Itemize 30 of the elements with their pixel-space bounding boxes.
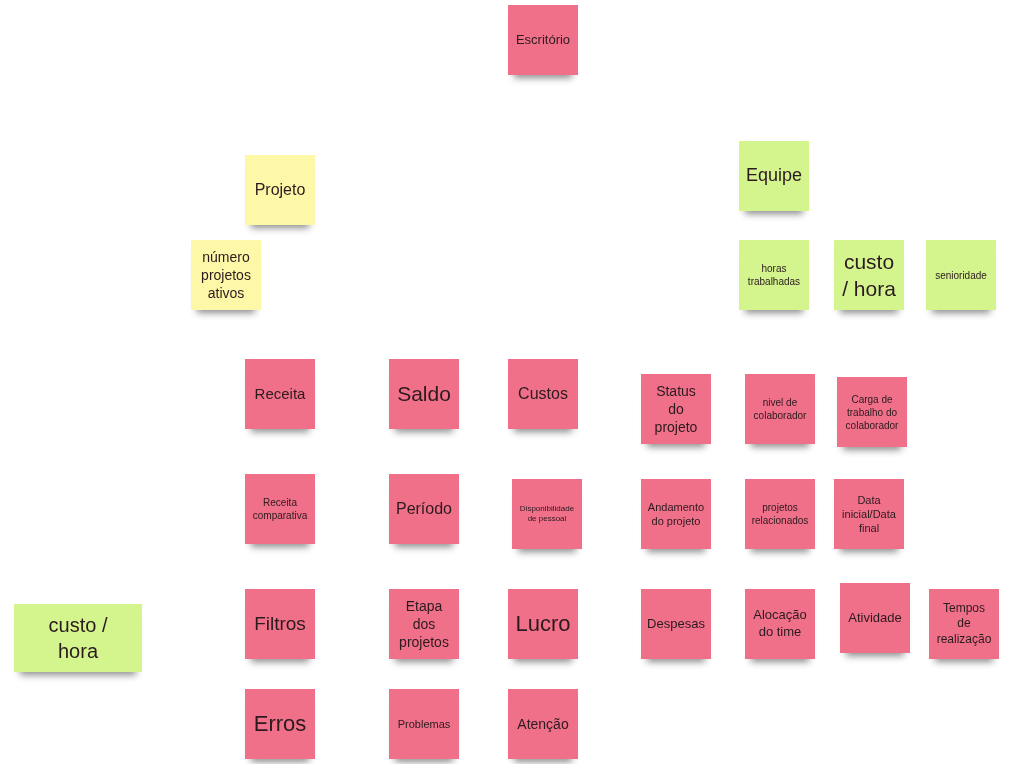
sticky-note: Período (389, 474, 459, 544)
sticky-note: Receita comparativa (245, 474, 315, 544)
sticky-note: Problemas (389, 689, 459, 759)
sticky-note: Atenção (508, 689, 578, 759)
sticky-note: custo / hora (834, 240, 904, 310)
sticky-note: Filtros (245, 589, 315, 659)
sticky-note: Custos (508, 359, 578, 429)
sticky-note: Atividade (840, 583, 910, 653)
sticky-note: Receita (245, 359, 315, 429)
sticky-note: Erros (245, 689, 315, 759)
sticky-note: Status do projeto (641, 374, 711, 444)
sticky-note: senioridade (926, 240, 996, 310)
sticky-note: Carga de trabalho do colaborador (837, 377, 907, 447)
sticky-note: número projetos ativos (191, 240, 261, 310)
sticky-note: custo / hora (14, 604, 142, 672)
sticky-note: Lucro (508, 589, 578, 659)
sticky-note: Disponibilidade de pessoal (512, 479, 582, 549)
sticky-note: Andamento do projeto (641, 479, 711, 549)
sticky-note: Alocação do time (745, 589, 815, 659)
sticky-note: horas trabalhadas (739, 240, 809, 310)
sticky-note: Tempos de realização (929, 589, 999, 659)
sticky-note: Escritório (508, 5, 578, 75)
sticky-note: Despesas (641, 589, 711, 659)
sticky-note: nivel de colaborador (745, 374, 815, 444)
sticky-note: projetos relacionados (745, 479, 815, 549)
sticky-note: Projeto (245, 155, 315, 225)
sticky-note: Saldo (389, 359, 459, 429)
sticky-note: Equipe (739, 141, 809, 211)
sticky-note: Data inicial/Data final (834, 479, 904, 549)
sticky-note: Etapa dos projetos (389, 589, 459, 659)
